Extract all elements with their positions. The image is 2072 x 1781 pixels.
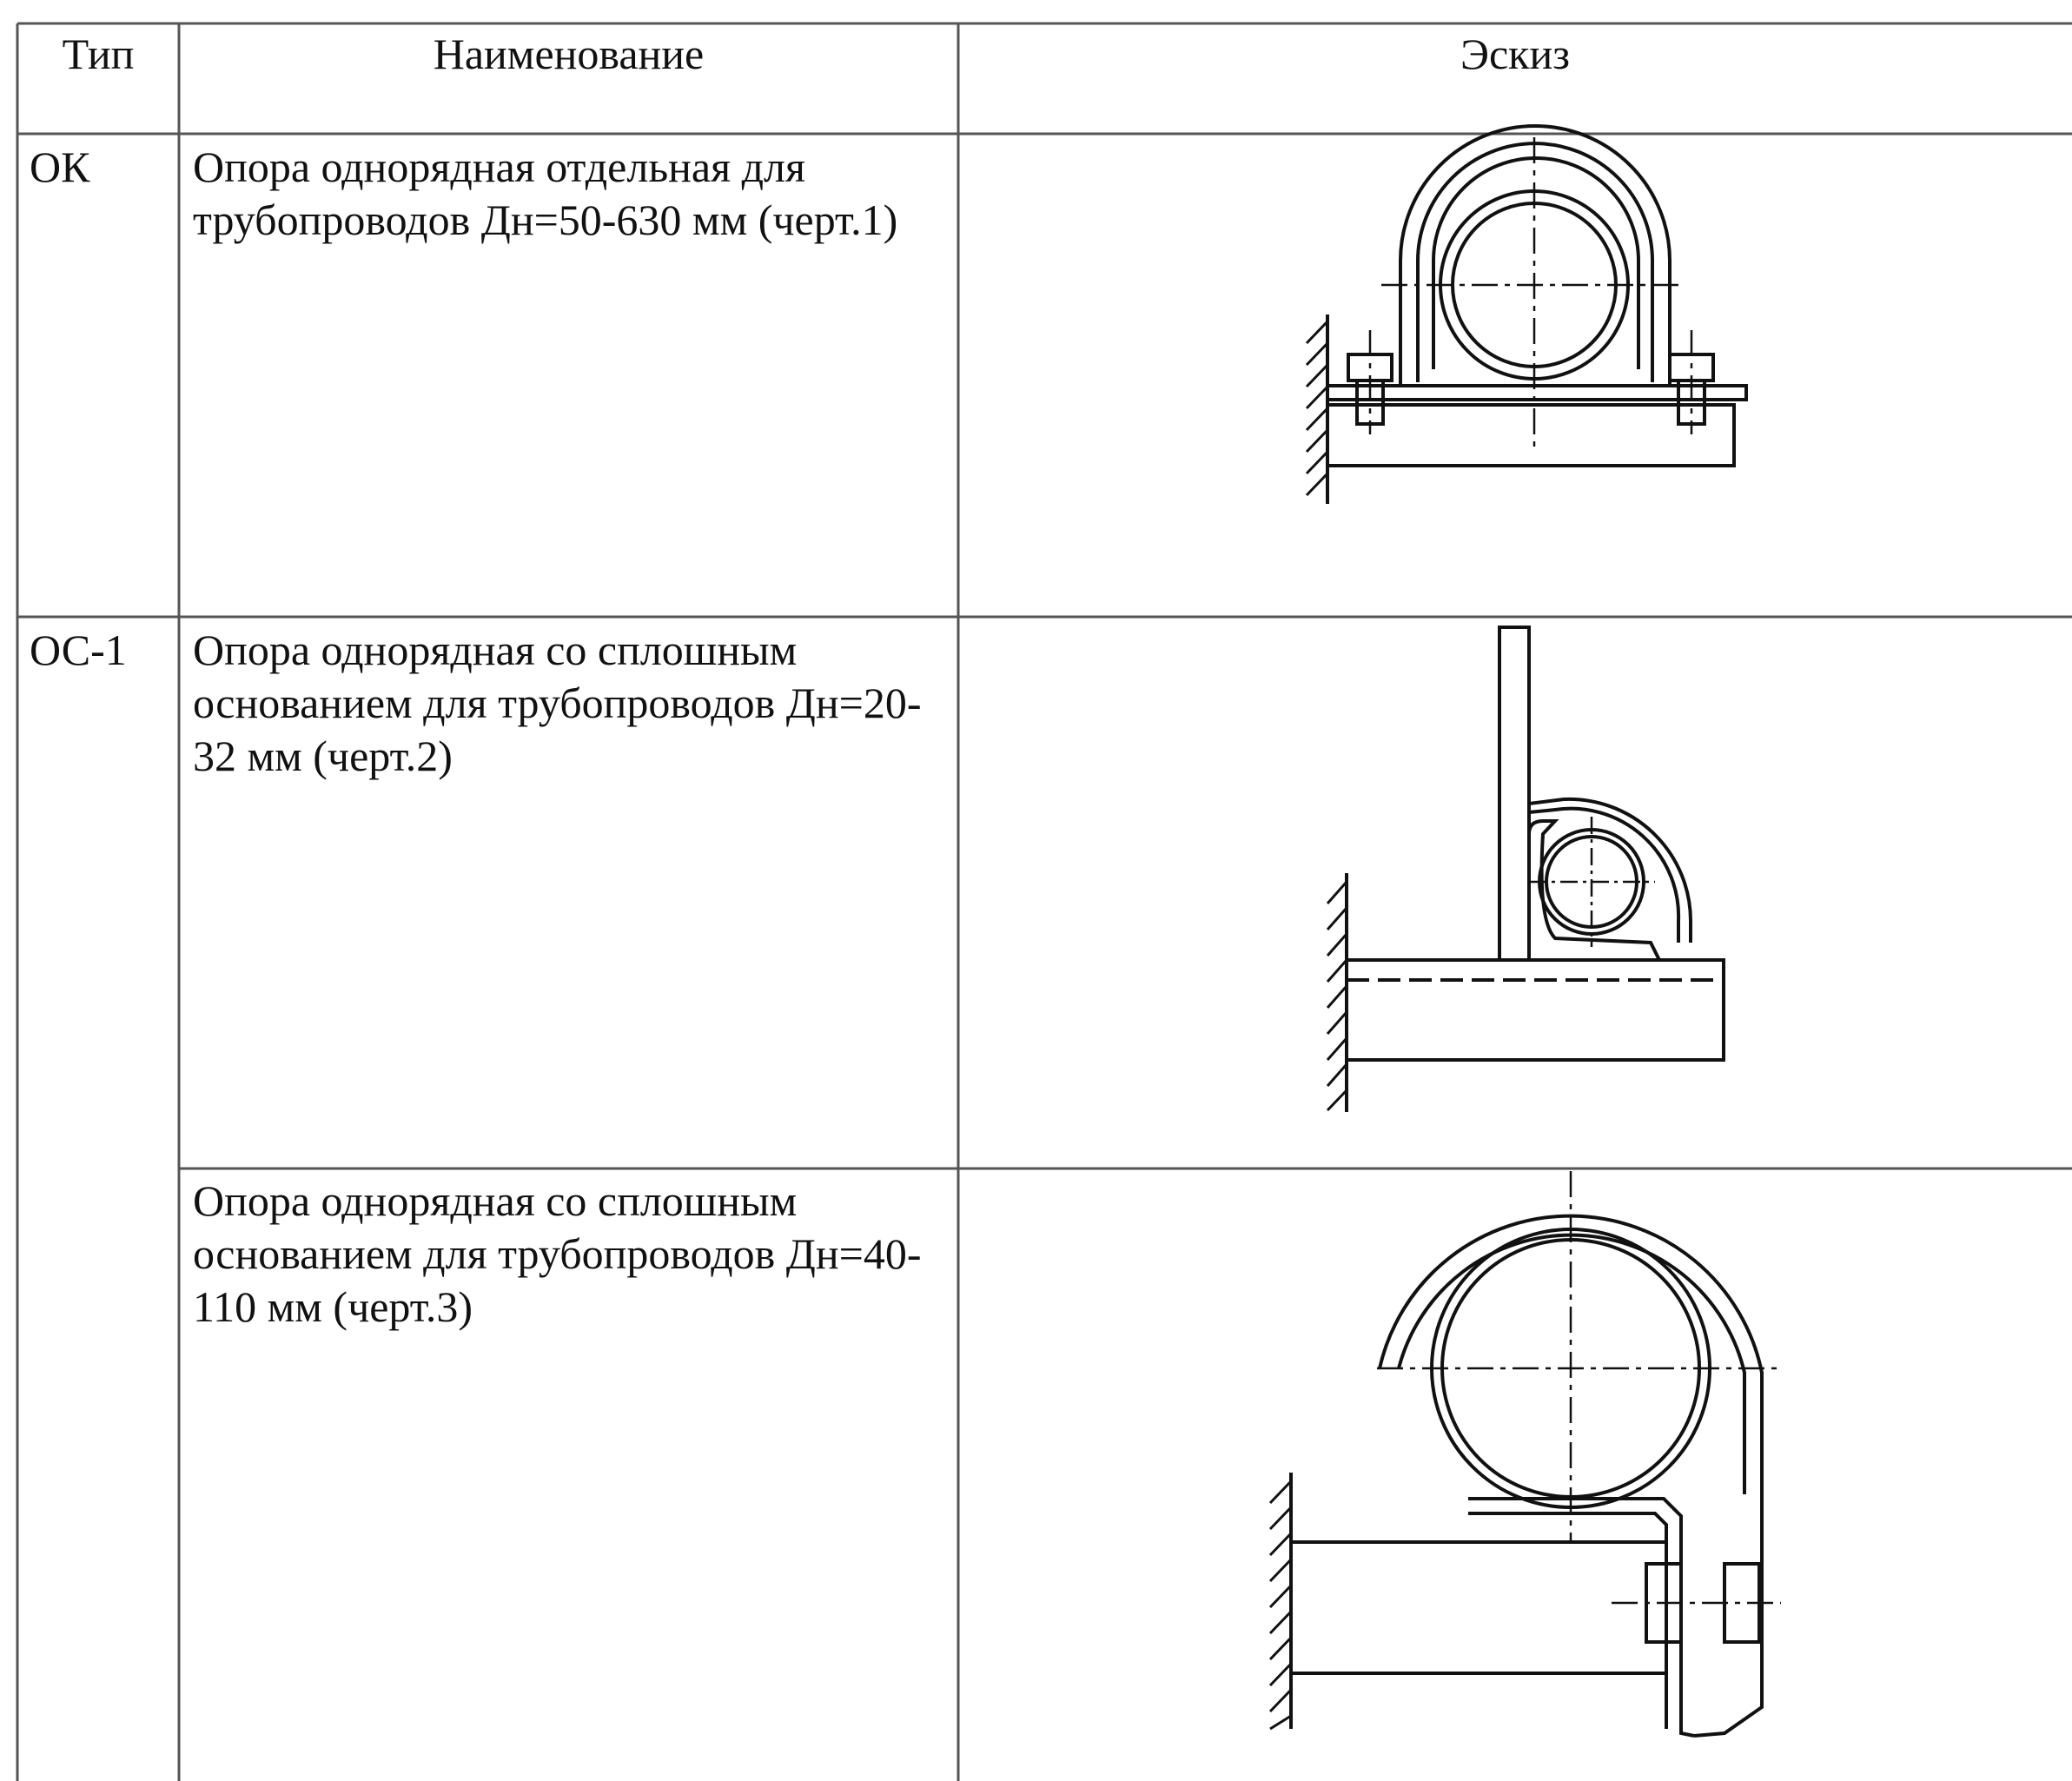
row-3-name: Опора однорядная со сплошным основанием … xyxy=(193,1176,922,1331)
row-1-type: ОК xyxy=(30,142,90,191)
header-type: Тип xyxy=(62,30,135,78)
row-2-type: ОС-1 xyxy=(30,626,127,674)
row-2-name: Опора однорядная со сплошным основанием … xyxy=(193,626,922,780)
row-1-name: Опора однорядная отдельная для трубопров… xyxy=(193,142,898,244)
header-name: Наименование xyxy=(433,30,705,78)
header-sketch: Эскиз xyxy=(1460,30,1570,78)
